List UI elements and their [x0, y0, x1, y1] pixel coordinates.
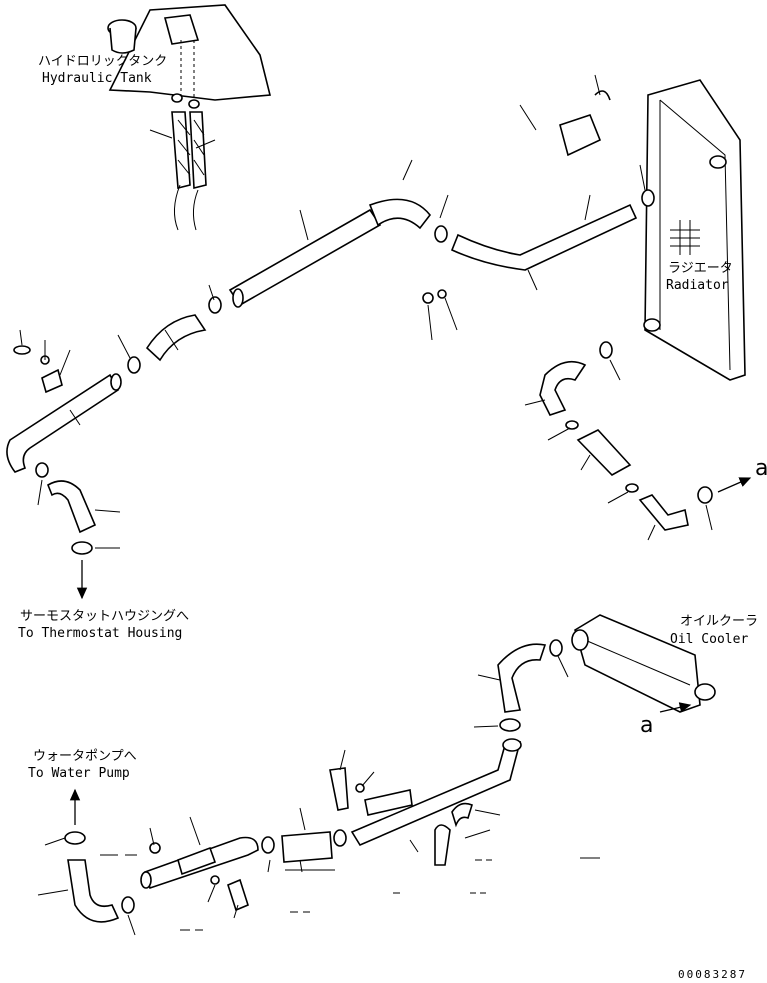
ref-a-upper-arrow — [717, 477, 752, 493]
oil-cooler-label-jp: オイルクーラ — [680, 614, 758, 629]
leader-lines — [19, 74, 713, 936]
ref-a-lower-arrow — [659, 702, 692, 713]
oil-cooler-part — [571, 614, 716, 713]
hydraulic-tank-label-jp: ハイドロリックタンク — [38, 54, 167, 69]
oil-cooler-label-en: Oil Cooler — [670, 632, 748, 647]
radiator-label-jp: ラジエータ — [668, 261, 733, 276]
radiator-lower-hoses — [539, 341, 713, 531]
drawing-number: 00083287 — [678, 968, 747, 981]
hydraulic-tank-label-en: Hydraulic Tank — [42, 71, 152, 86]
hydraulic-tank-part — [107, 4, 272, 101]
radiator-part — [643, 79, 746, 381]
thermostat-label-en: To Thermostat Housing — [18, 626, 182, 641]
radiator-label-en: Radiator — [666, 278, 729, 293]
ref-a-upper-label: a — [755, 456, 767, 481]
left-metal-pipe — [6, 345, 122, 555]
water-pump-label-jp: ウォータポンプへ — [33, 749, 137, 764]
thermostat-label-jp: サーモスタットハウジングへ — [20, 609, 189, 624]
water-pump-label-en: To Water Pump — [28, 766, 130, 781]
hydraulic-hoses — [171, 40, 207, 231]
lower-pipe — [64, 639, 563, 923]
upper-pipe — [127, 90, 655, 374]
ref-a-lower-label: a — [640, 713, 653, 738]
